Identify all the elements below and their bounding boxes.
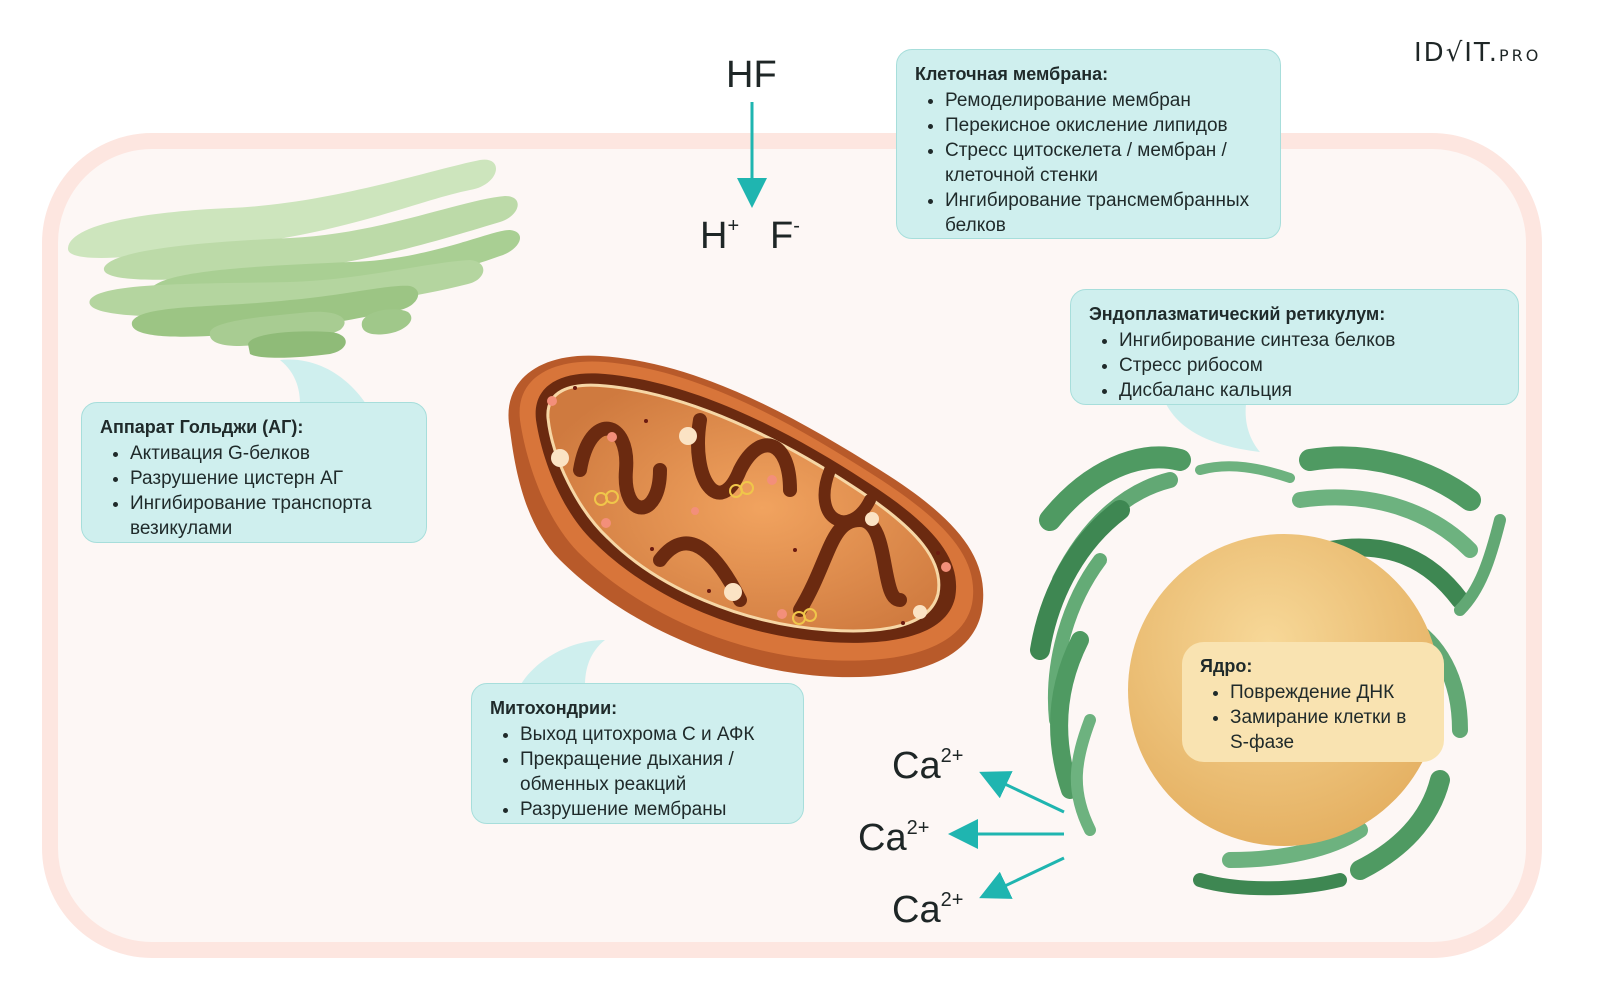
golgi-apparatus (67, 159, 521, 358)
nucleus-item: Повреждение ДНК (1230, 680, 1426, 705)
mito-item: Выход цитохрома С и АФК (520, 722, 785, 747)
calcium-symbol: Ca (858, 817, 907, 859)
golgi-item: Разрушение цистерн АГ (130, 466, 408, 491)
golgi-callout-tail (280, 359, 366, 404)
logo-suffix: PRO (1499, 46, 1542, 65)
er-item: Ингибирование синтеза белков (1119, 328, 1500, 353)
product-f-charge: - (793, 215, 800, 237)
calcium-arrow-upper (979, 771, 1065, 814)
product-h-ion: H+ (700, 216, 739, 255)
er-title: Эндоплазматический ретикулум: (1089, 304, 1386, 324)
mito-title: Митохондрии: (490, 698, 618, 718)
membrane-info-box: Клеточная мембрана: Ремоделирование мемб… (896, 49, 1281, 239)
golgi-title: Аппарат Гольджи (АГ): (100, 417, 304, 437)
calcium-ion-upper: Ca2+ (892, 746, 963, 785)
mito-info-box: Митохондрии: Выход цитохрома С и АФК Пре… (471, 683, 804, 824)
nucleus-item: Замирание клетки в S-фазе (1230, 705, 1426, 755)
calcium-symbol: Ca (892, 889, 941, 931)
calcium-charge: 2+ (940, 889, 964, 911)
nucleus-info-box: Ядро: Повреждение ДНК Замирание клетки в… (1182, 642, 1444, 762)
golgi-list: Активация G-белков Разрушение цистерн АГ… (100, 441, 408, 541)
calcium-ion-lower: Ca2+ (892, 890, 963, 929)
calcium-charge: 2+ (906, 817, 930, 839)
nucleus-list: Повреждение ДНК Замирание клетки в S-фаз… (1200, 680, 1426, 755)
membrane-item: Ингибирование трансмембранных белков (945, 188, 1262, 238)
calcium-ion-middle: Ca2+ (858, 818, 929, 857)
er-item: Стресс рибосом (1119, 353, 1500, 378)
product-h-symbol: H (700, 215, 728, 257)
er-item: Дисбаланс кальция (1119, 378, 1500, 403)
membrane-item: Перекисное окисление липидов (945, 113, 1262, 138)
golgi-info-box: Аппарат Гольджи (АГ): Активация G-белков… (81, 402, 427, 543)
mitochondrion (508, 355, 984, 678)
membrane-item: Ремоделирование мембран (945, 88, 1262, 113)
mito-item: Разрушение мембраны (520, 797, 785, 822)
brand-logo: ID√IT.PRO (1414, 38, 1541, 68)
logo-main: ID√IT. (1414, 38, 1499, 68)
membrane-list: Ремоделирование мембран Перекисное окисл… (915, 88, 1262, 238)
endoplasmic-reticulum (1030, 446, 1506, 896)
membrane-title: Клеточная мембрана: (915, 64, 1109, 84)
calcium-arrow-lower (979, 856, 1065, 899)
product-f-ion: F- (770, 216, 800, 255)
er-list: Ингибирование синтеза белков Стресс рибо… (1089, 328, 1500, 403)
product-f-symbol: F (770, 215, 794, 257)
mito-item: Прекращение дыхания / обменных реакций (520, 747, 785, 797)
mito-list: Выход цитохрома С и АФК Прекращение дыха… (490, 722, 785, 822)
mito-callout-tail (520, 640, 605, 686)
er-callout-tail (1166, 404, 1260, 452)
golgi-item: Активация G-белков (130, 441, 408, 466)
calcium-symbol: Ca (892, 745, 941, 787)
nucleus-title: Ядро: (1200, 656, 1253, 676)
er-info-box: Эндоплазматический ретикулум: Ингибирова… (1070, 289, 1519, 405)
membrane-item: Стресс цитоскелета / мембран / клеточной… (945, 138, 1262, 188)
calcium-charge: 2+ (940, 745, 964, 767)
reactant-hf: HF (726, 54, 777, 96)
product-h-charge: + (727, 215, 740, 237)
golgi-item: Ингибирование транспорта везикулами (130, 491, 408, 541)
